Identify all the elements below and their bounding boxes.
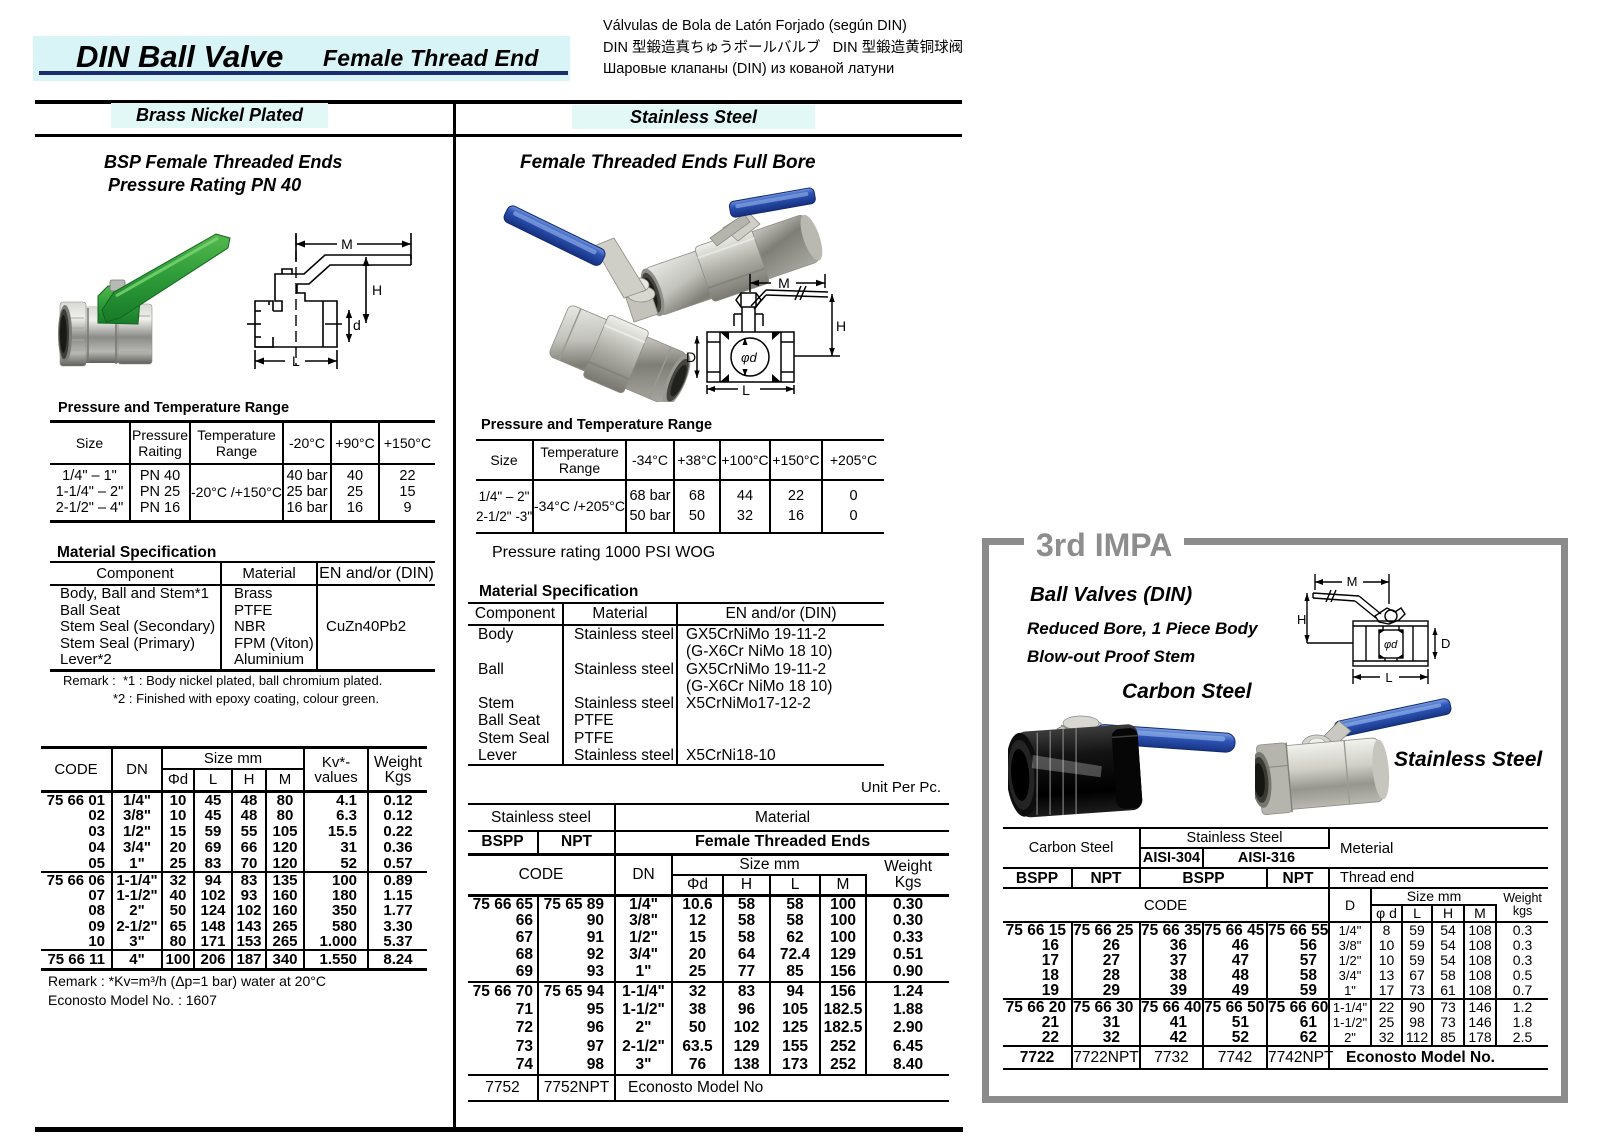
svg-text:D: D [686, 349, 696, 365]
svg-text:L: L [292, 353, 300, 369]
svg-text:L: L [742, 382, 750, 398]
svg-text:M: M [341, 236, 353, 252]
svg-text:H: H [836, 318, 846, 334]
svg-text:H: H [372, 282, 382, 298]
svg-text:L: L [1385, 670, 1392, 685]
svg-text:M: M [1347, 574, 1358, 589]
svg-text:M: M [778, 275, 790, 291]
svg-text:d: d [353, 317, 361, 333]
svg-text:D: D [1441, 636, 1450, 651]
svg-text:H: H [1297, 612, 1306, 627]
svg-text:φd: φd [1384, 639, 1398, 651]
svg-text:φd: φd [741, 350, 757, 365]
